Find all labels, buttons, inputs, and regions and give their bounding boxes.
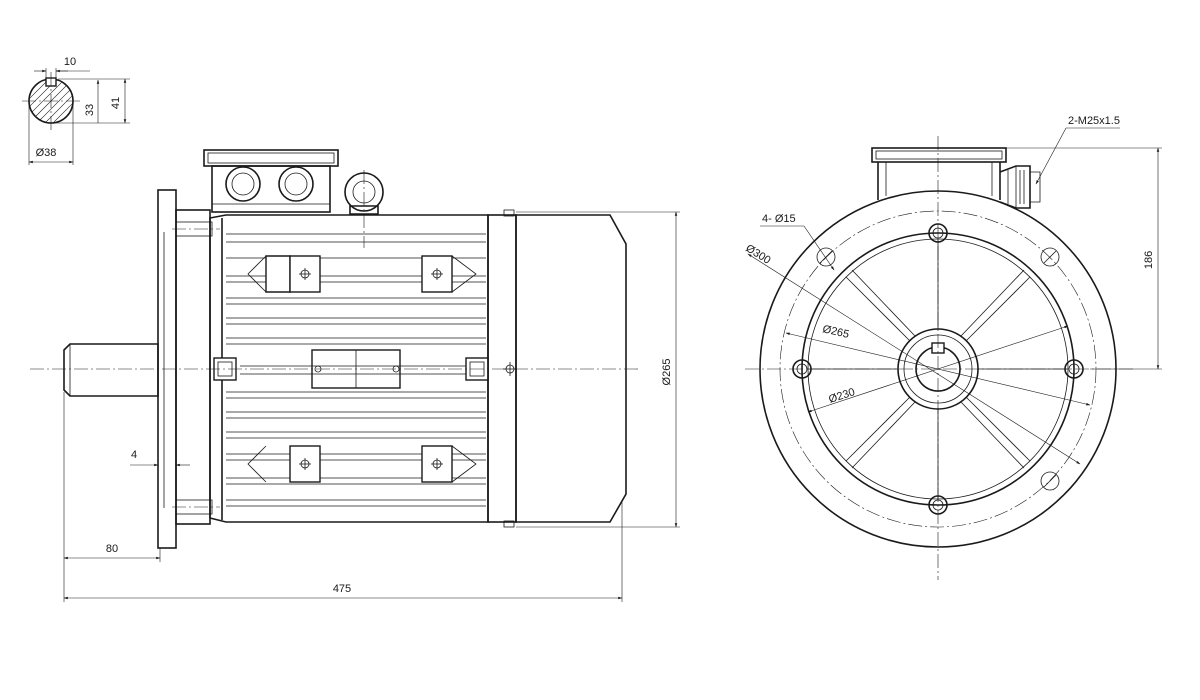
motor-front-view: 2-M25x1.5 4- Ø15 Ø300 Ø265 Ø230 186 bbox=[743, 115, 1162, 580]
fan-cover bbox=[515, 214, 627, 523]
pcd-diameter-label: Ø265 bbox=[821, 323, 850, 341]
lifting-eye bbox=[344, 170, 384, 248]
shaft-diameter-label: Ø38 bbox=[36, 147, 57, 159]
fan-cover-ring bbox=[487, 214, 517, 523]
terminal-height-label: 186 bbox=[1143, 251, 1155, 269]
overall-length-label: 475 bbox=[333, 583, 351, 595]
key-depth-label: 33 bbox=[84, 104, 96, 116]
flange-thickness-label: 4 bbox=[131, 449, 137, 461]
flange-diameter-label: Ø300 bbox=[743, 242, 772, 266]
key-width-label: 10 bbox=[64, 56, 76, 68]
shaft bbox=[63, 343, 159, 397]
mounting-pads bbox=[247, 255, 477, 483]
frame-diameter-label: Ø265 bbox=[661, 359, 673, 386]
spigot-diameter-label: Ø230 bbox=[827, 386, 856, 406]
front-terminal-box bbox=[871, 147, 1041, 209]
mount-holes-label: 4- Ø15 bbox=[762, 213, 796, 225]
cable-glands-label: 2-M25x1.5 bbox=[1068, 115, 1120, 127]
shaft-height-label: 41 bbox=[110, 97, 122, 109]
shaft-section-view: 10 33 41 Ø38 bbox=[22, 56, 130, 165]
motor-side-view: Ø265 4 80 475 bbox=[30, 149, 680, 602]
shaft-length-label: 80 bbox=[106, 543, 118, 555]
terminal-box bbox=[203, 149, 339, 213]
